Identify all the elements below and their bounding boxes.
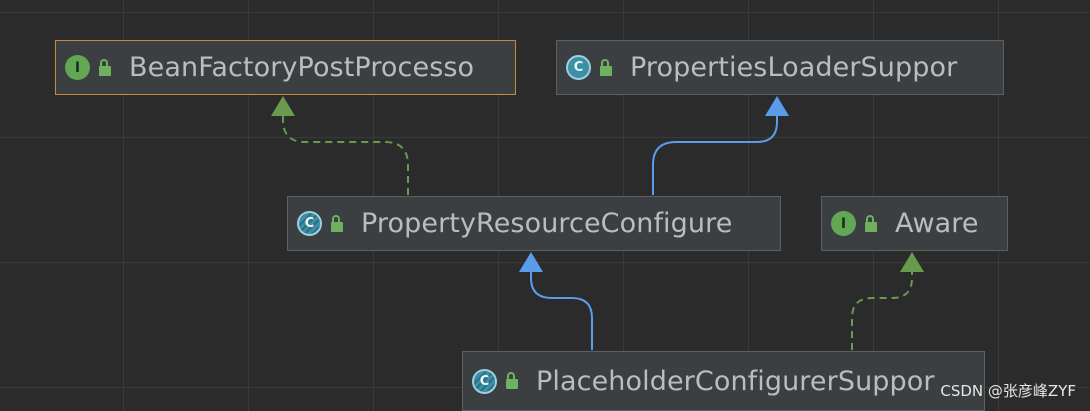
edge-prc-implements-bfpp: [282, 113, 409, 195]
abstract-class-icon: C: [472, 368, 497, 394]
edge-pcs-extends-prc: [530, 271, 593, 350]
arrowhead-aware: [900, 252, 924, 272]
interface-icon: I: [831, 211, 856, 236]
node-label: PropertyResourceConfigure: [361, 208, 733, 239]
arrowhead-bfpp: [271, 96, 295, 116]
node-properties-loader-support[interactable]: C PropertiesLoaderSuppor: [556, 40, 1004, 95]
node-placeholder-configurer-support[interactable]: C PlaceholderConfigurerSuppor: [462, 351, 985, 411]
watermark: CSDN @张彦峰ZYF: [940, 382, 1076, 400]
arrowhead-prc: [519, 252, 543, 272]
node-property-resource-configurer[interactable]: C PropertyResourceConfigure: [287, 196, 781, 251]
node-label: BeanFactoryPostProcesso: [129, 52, 475, 83]
arrowhead-pls: [765, 96, 789, 116]
lock-icon: [506, 372, 520, 390]
lock-icon: [865, 214, 879, 233]
edge-prc-extends-pls: [652, 115, 778, 195]
edge-pcs-implements-aware: [851, 271, 913, 350]
node-label: PropertiesLoaderSuppor: [630, 52, 958, 83]
node-label: PlaceholderConfigurerSuppor: [536, 365, 935, 397]
class-icon: C: [566, 55, 591, 80]
abstract-class-icon: C: [297, 211, 322, 236]
lock-icon: [331, 214, 345, 233]
node-aware[interactable]: I Aware: [821, 196, 1008, 251]
node-label: Aware: [895, 208, 979, 239]
lock-icon: [600, 58, 614, 77]
node-bean-factory-post-processor[interactable]: I BeanFactoryPostProcesso: [55, 40, 516, 95]
interface-icon: I: [65, 55, 90, 80]
lock-icon: [99, 58, 113, 77]
